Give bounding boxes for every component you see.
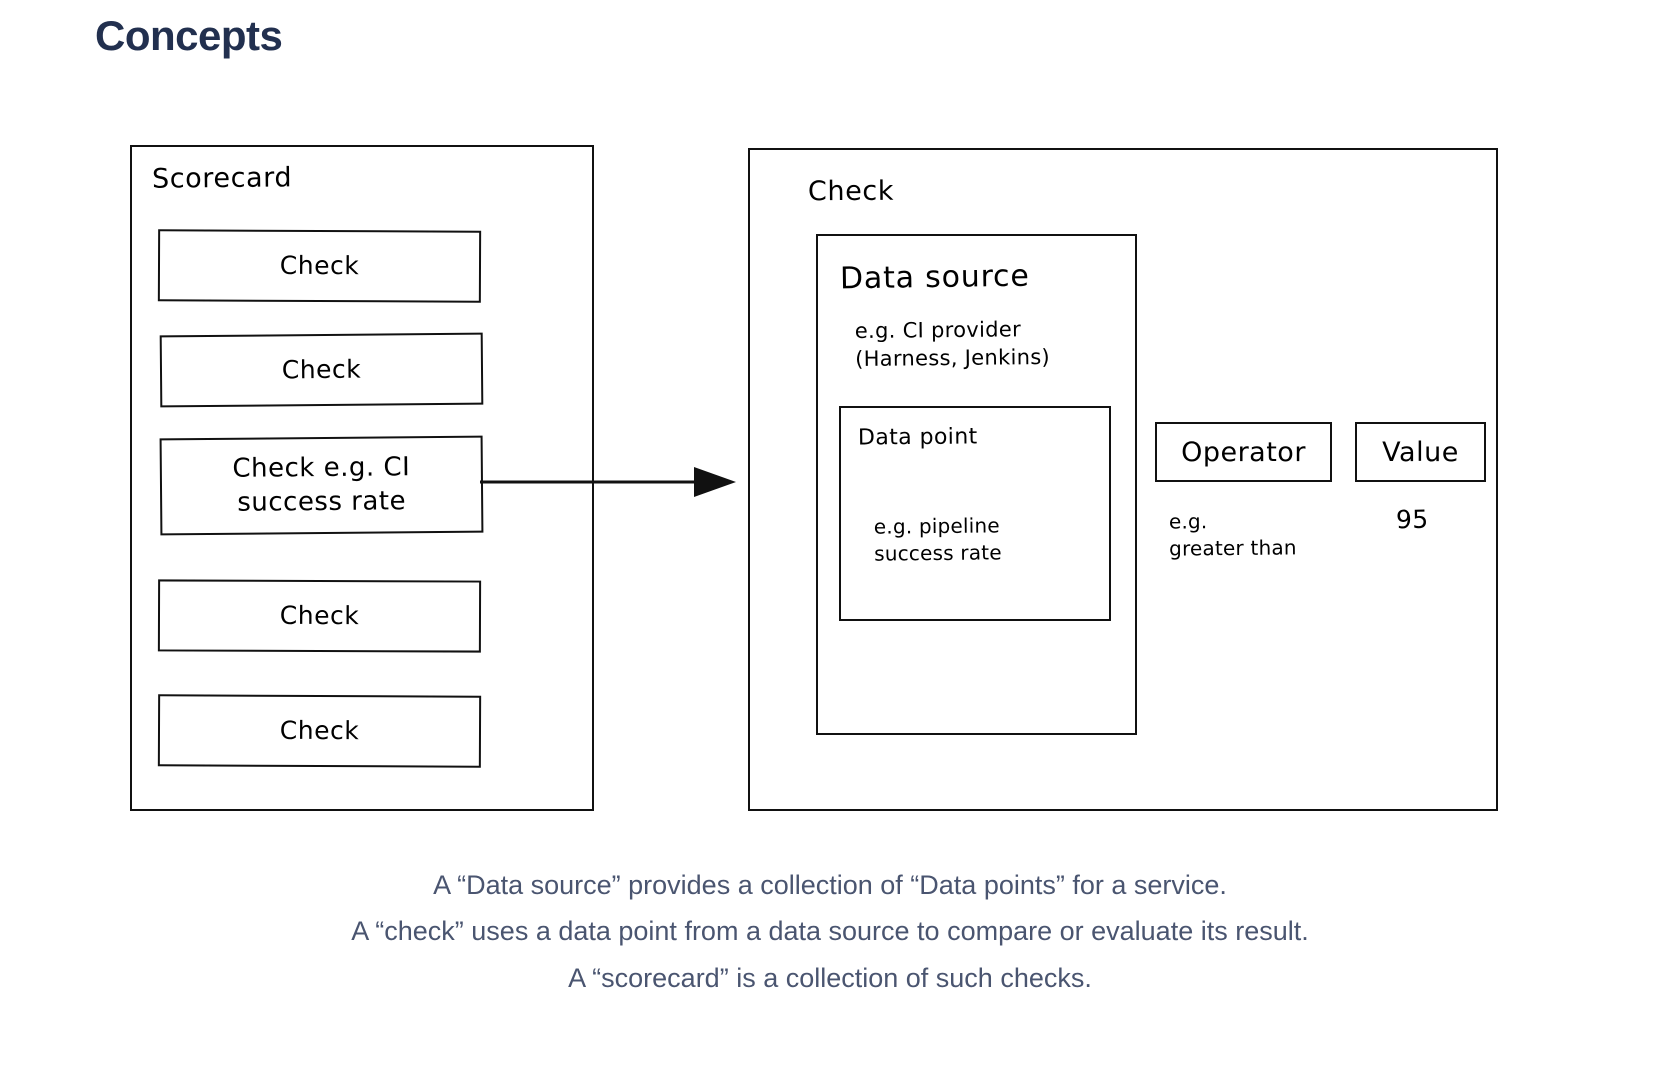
scorecard-panel-label: Scorecard <box>151 162 293 195</box>
caption-line: A “check” uses a data point from a data … <box>351 916 1309 947</box>
page-title: Concepts <box>95 12 283 59</box>
operator-box[interactable]: Operator <box>1155 422 1332 482</box>
data-point-example-note: e.g. pipeline success rate <box>873 513 1002 566</box>
data-point-label: Data point <box>857 424 978 451</box>
scorecard-check-item[interactable]: Check <box>157 579 482 653</box>
data-source-example-note: e.g. CI provider (Harness, Jenkins) <box>854 317 1051 371</box>
caption: A “Data source” provides a collection of… <box>0 862 1660 1001</box>
scorecard-check-item-ci-success-rate[interactable]: Check e.g. CI success rate <box>159 435 484 536</box>
caption-line: A “scorecard” is a collection of such ch… <box>568 962 1092 993</box>
data-source-label: Data source <box>839 258 1030 297</box>
scorecard-check-item[interactable]: Check <box>159 332 484 408</box>
arrow-icon <box>480 467 736 497</box>
scorecard-check-item[interactable]: Check <box>157 229 482 303</box>
operator-example-note: e.g. greater than <box>1168 509 1297 561</box>
scorecard-check-item[interactable]: Check <box>157 694 482 768</box>
value-example-note: 95 <box>1395 504 1429 535</box>
check-panel-label: Check <box>807 175 895 208</box>
caption-line: A “Data source” provides a collection of… <box>433 870 1227 900</box>
data-point-box <box>839 406 1111 621</box>
concepts-diagram: Scorecard Check Check Check e.g. CI succ… <box>130 145 1498 811</box>
value-box[interactable]: Value <box>1355 422 1486 482</box>
